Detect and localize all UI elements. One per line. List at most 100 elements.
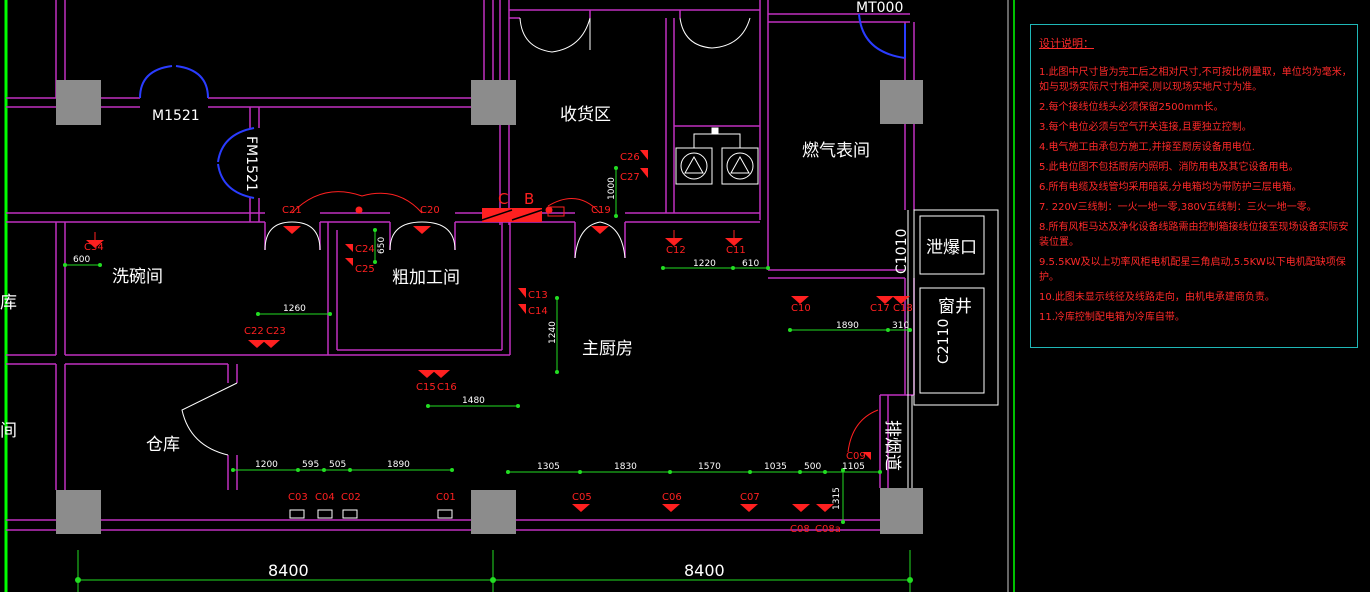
- dim-650: 650: [377, 237, 387, 254]
- room-partial-left-1: 库: [0, 293, 17, 313]
- dim-500: 500: [804, 462, 821, 472]
- doors: [139, 13, 906, 199]
- socket-c22: C22: [244, 326, 264, 337]
- panel-label-c: C: [498, 190, 508, 208]
- socket-c34: C34: [84, 242, 104, 253]
- design-notes-list: 1.此图中尺寸皆为完工后之相对尺寸,不可按比例量取，单位均为毫米，如与现场实际尺…: [1039, 65, 1355, 330]
- dim-1260: 1260: [283, 304, 306, 314]
- design-note-item: 7. 220V三线制：一火一地一零,380V五线制：三火一地一零。: [1039, 202, 1317, 213]
- room-receiving: 收货区: [560, 105, 611, 125]
- socket-c09: C09: [846, 451, 866, 462]
- dim-1480: 1480: [462, 396, 485, 406]
- design-note-item: 11.冷库控制配电箱为冷库自带。: [1039, 312, 1185, 323]
- dim-1035: 1035: [764, 462, 787, 472]
- room-rough-processing: 粗加工间: [392, 268, 460, 288]
- room-gas-meter: 燃气表间: [802, 141, 870, 161]
- socket-c07: C07: [740, 492, 760, 503]
- socket-c21: C21: [282, 205, 302, 216]
- room-window-well: 窗井: [938, 297, 972, 317]
- socket-c13: C13: [528, 290, 548, 301]
- dim-1305: 1305: [537, 462, 560, 472]
- dim-1240: 1240: [548, 321, 558, 344]
- room-smoke-exhaust: 排烟道: [882, 420, 902, 471]
- socket-c02: C02: [341, 492, 361, 503]
- dim-310: 310: [892, 321, 909, 331]
- socket-c16: C16: [437, 382, 457, 393]
- panel-labels: C B: [498, 190, 534, 208]
- socket-c20: C20: [420, 205, 440, 216]
- socket-boxes: [289, 509, 453, 519]
- socket-c19: C19: [591, 205, 611, 216]
- dimension-ticks: [63, 166, 913, 583]
- axis-dim-left: 8400: [268, 561, 309, 580]
- socket-c05: C05: [572, 492, 592, 503]
- dim-1220: 1220: [693, 259, 716, 269]
- socket-c24: C24: [355, 244, 375, 255]
- design-note-item: 4.电气施工由承包方施工,并接至厨房设备用电位.: [1039, 142, 1255, 153]
- socket-c17: C17: [870, 303, 890, 314]
- socket-c12: C12: [666, 245, 686, 256]
- socket-c06: C06: [662, 492, 682, 503]
- dim-610: 610: [742, 259, 759, 269]
- design-note-item: 3.每个电位必须与空气开关连接,且要独立控制。: [1039, 122, 1252, 133]
- gas-equipment: [675, 127, 759, 185]
- dim-1890-top: 1890: [836, 321, 859, 331]
- axis-dim-right: 8400: [684, 561, 725, 580]
- socket-c10: C10: [791, 303, 811, 314]
- dim-600: 600: [73, 255, 90, 265]
- dim-1315: 1315: [832, 487, 842, 510]
- panel-cb: [481, 206, 565, 222]
- dim-1105: 1105: [842, 462, 865, 472]
- door-label-m1521: M1521: [152, 108, 200, 124]
- dim-505: 505: [329, 460, 346, 470]
- socket-c18: C18: [893, 303, 913, 314]
- panel-label-b: B: [524, 190, 534, 208]
- socket-c15: C15: [416, 382, 436, 393]
- socket-c26: C26: [620, 152, 640, 163]
- design-note-item: 9.5.5KW及以上功率风柜电机配星三角启动,5.5KW以下电机配缺项保护。: [1039, 257, 1346, 283]
- room-explosion-vent: 泄爆口: [926, 238, 977, 258]
- room-dishwashing: 洗碗间: [112, 267, 163, 287]
- design-notes-panel: 设计说明： 1.此图中尺寸皆为完工后之相对尺寸,不可按比例量取，单位均为毫米，如…: [1030, 24, 1358, 348]
- socket-c03: C03: [288, 492, 308, 503]
- design-notes-title: 设计说明：: [1039, 37, 1094, 50]
- socket-symbols: [86, 150, 910, 512]
- door-swings: [181, 17, 751, 456]
- dim-1200: 1200: [255, 460, 278, 470]
- room-warehouse: 仓库: [146, 435, 180, 455]
- room-partial-left-2: 间: [0, 421, 17, 441]
- socket-c25: C25: [355, 264, 375, 275]
- window-frames: [907, 209, 999, 488]
- socket-labels: C34 C21 C20 C19 C12 C11 C22 C23 C24 C25 …: [84, 152, 913, 535]
- door-label-top-right: MT000: [856, 0, 903, 16]
- socket-c27: C27: [620, 172, 640, 183]
- dim-595: 595: [302, 460, 319, 470]
- door-labels: M1521 FM1521 MT000 C1010 C2110: [152, 0, 952, 364]
- dim-1000: 1000: [607, 177, 617, 200]
- socket-c23: C23: [266, 326, 286, 337]
- columns: [56, 80, 923, 534]
- door-label-c2110: C2110: [936, 319, 952, 364]
- walls: [6, 0, 915, 531]
- socket-c08a: C08a: [815, 524, 841, 535]
- room-main-kitchen: 主厨房: [582, 339, 633, 359]
- socket-c11: C11: [726, 245, 746, 256]
- door-label-c1010: C1010: [894, 229, 910, 274]
- room-labels: 收货区 燃气表间 洗碗间 粗加工间 主厨房 仓库 泄爆口 窗井 库 间 排烟道: [0, 105, 977, 471]
- dimension-labels: 600 1260 650 1000 1220 610 1890 310 1240…: [73, 177, 909, 580]
- design-note-item: 1.此图中尺寸皆为完工后之相对尺寸,不可按比例量取，单位均为毫米，如与现场实际尺…: [1039, 67, 1352, 93]
- design-note-item: 5.此电位图不包括厨房内照明、消防用电及其它设备用电。: [1039, 162, 1299, 173]
- dim-1830: 1830: [614, 462, 637, 472]
- socket-c04: C04: [315, 492, 335, 503]
- socket-c08: C08: [790, 524, 810, 535]
- design-note-item: 6.所有电缆及线管均采用暗装,分电箱均为带防护三层电箱。: [1039, 182, 1302, 193]
- socket-c14: C14: [528, 306, 548, 317]
- door-label-fm1521: FM1521: [243, 136, 259, 192]
- dim-1570: 1570: [698, 462, 721, 472]
- door-m1521-leaf-left: [139, 65, 173, 99]
- socket-c01: C01: [436, 492, 456, 503]
- design-note-item: 8.所有风柜马达及净化设备线路需由控制箱接线位接至现场设备实际安装位置。: [1039, 222, 1349, 248]
- design-note-item: 10.此图未显示线径及线路走向，由机电承建商负责。: [1039, 292, 1275, 303]
- dim-1890: 1890: [387, 460, 410, 470]
